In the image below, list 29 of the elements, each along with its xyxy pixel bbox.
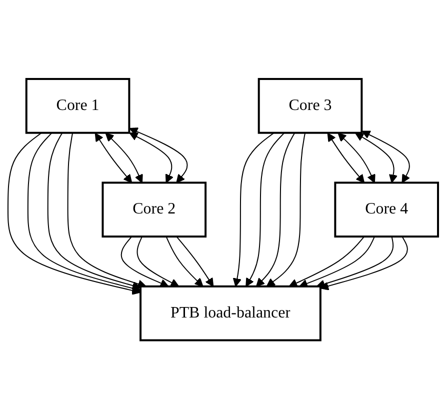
arrow — [7, 132, 141, 296]
arrow — [27, 132, 141, 293]
node-box: Core 1 — [25, 78, 130, 134]
arrow — [266, 132, 306, 288]
arrow — [105, 133, 143, 184]
arrow — [327, 133, 365, 184]
arrow — [47, 132, 141, 290]
arrow — [316, 236, 394, 289]
arrow — [176, 236, 214, 288]
node-box: PTB load-balancer — [140, 286, 322, 342]
arrow — [246, 132, 285, 288]
arrow — [67, 132, 146, 289]
arrow — [320, 236, 408, 291]
arrow — [362, 131, 410, 184]
node-box: Core 3 — [258, 78, 363, 134]
arrow — [256, 132, 296, 288]
arrow — [94, 133, 132, 184]
arrow — [136, 236, 180, 288]
arrow — [129, 128, 188, 184]
arrow — [129, 132, 174, 184]
arrow — [338, 133, 376, 184]
node-box: Core 4 — [334, 182, 440, 238]
arrow — [288, 236, 365, 288]
arrow — [120, 236, 169, 288]
arrow — [299, 236, 376, 288]
arrow — [166, 236, 204, 288]
arrow — [232, 132, 275, 288]
node-box: Core 2 — [102, 182, 207, 238]
arrow — [355, 133, 398, 184]
